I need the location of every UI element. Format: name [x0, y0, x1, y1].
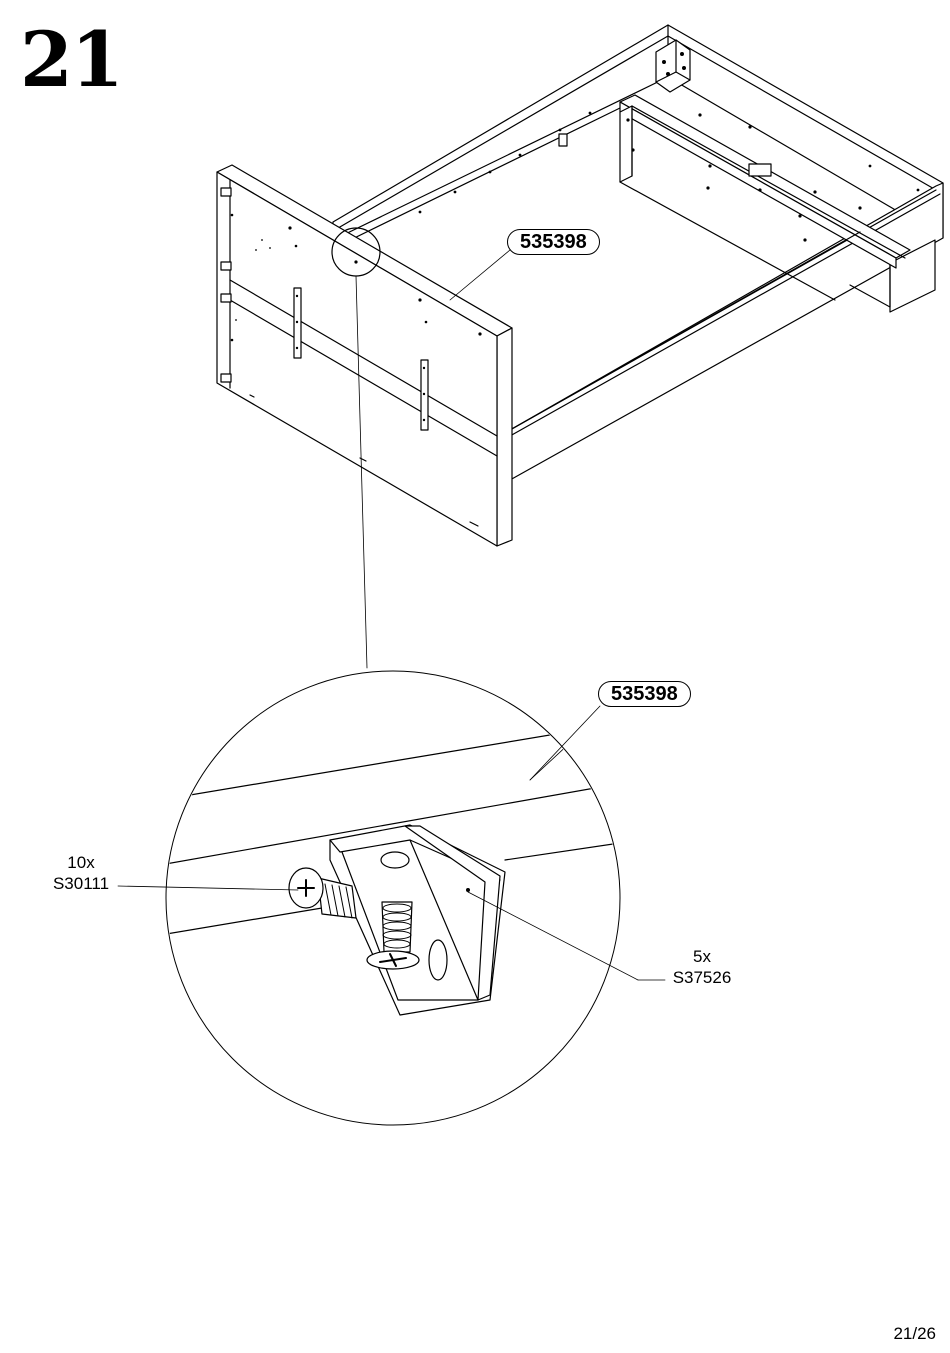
side-rail [510, 183, 943, 480]
screw-callout: 10x S30111 [44, 852, 118, 894]
angle-bracket-icon [330, 825, 505, 1015]
detail-view [160, 671, 640, 1125]
step-number: 21 [20, 22, 122, 98]
bed-frame [217, 25, 943, 546]
bracket-quantity: 5x [664, 946, 740, 967]
bracket-code: S37526 [664, 967, 740, 988]
screw-code: S30111 [44, 873, 118, 894]
bracket-callout: 5x S37526 [664, 946, 740, 988]
part-label-detail: 535398 [598, 681, 691, 707]
screw-quantity: 10x [44, 852, 118, 873]
back-rail [333, 25, 943, 240]
part-label-main: 535398 [507, 229, 600, 255]
page-number: 21/26 [893, 1324, 936, 1344]
